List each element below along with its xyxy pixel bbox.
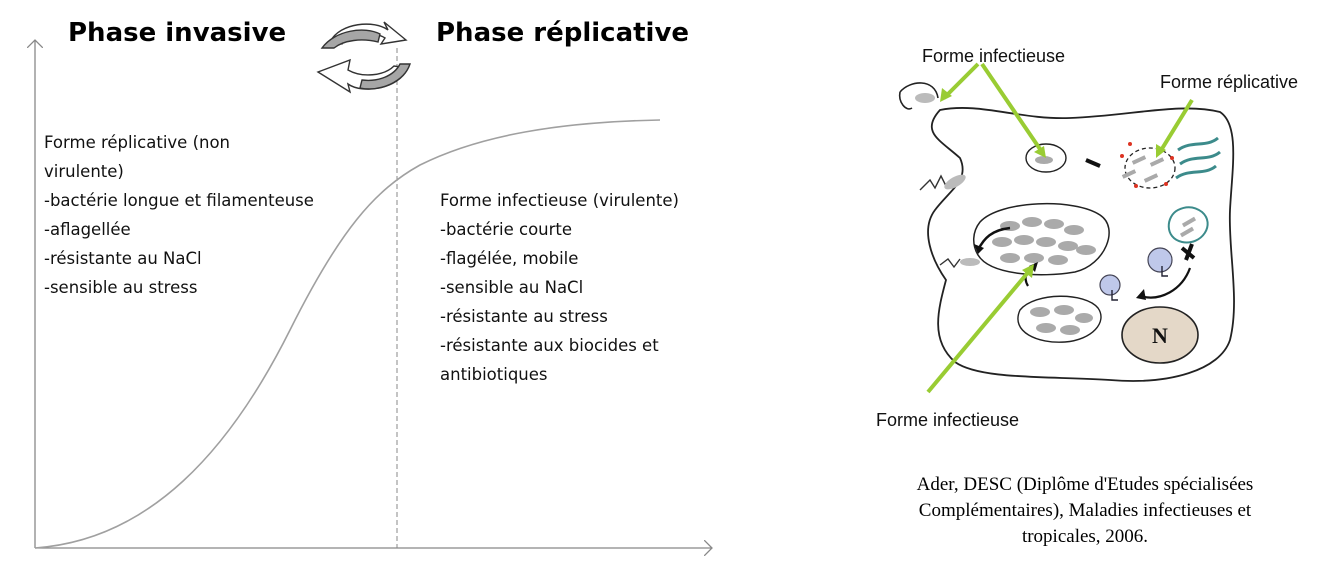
nucleus — [1121, 306, 1199, 364]
growth-curve-diagram — [0, 21, 730, 562]
caption-line: Complémentaires), Maladies infectieuses … — [918, 500, 1252, 521]
cycle-arrows-icon — [316, 21, 411, 94]
block-title-line: Forme réplicative (non — [44, 133, 231, 152]
block-title-line: virulente) — [44, 162, 124, 181]
block-item: -bactérie longue et filamenteuse — [44, 191, 314, 210]
block-item: -résistante au NaCl — [44, 249, 202, 268]
label-infectious-form-bottom: Forme infectieuse — [876, 410, 1020, 430]
cell-infection-figure: N — [898, 62, 1235, 394]
label-replicative-form: Forme réplicative — [1160, 72, 1299, 92]
phase-replicative-title: Phase réplicative — [436, 18, 690, 48]
phase-invasive-title: Phase invasive — [68, 18, 287, 48]
large-vacuole — [973, 202, 1110, 276]
block-item: -sensible au NaCl — [440, 278, 584, 297]
label-arrows — [926, 62, 1194, 394]
lysosome-icon — [1099, 247, 1173, 301]
label-infectious-form-top: Forme infectieuse — [922, 46, 1066, 66]
block-item: -bactérie courte — [440, 220, 573, 239]
nucleus-label: N — [1152, 323, 1168, 348]
block-item: antibiotiques — [440, 365, 548, 384]
block-item: -flagélée, mobile — [440, 249, 579, 268]
figure-caption: Ader, DESC (Diplôme d'Etudes spécialisée… — [845, 472, 1325, 550]
block-item: -résistante au stress — [440, 307, 608, 326]
caption-line: tropicales, 2006. — [1021, 526, 1149, 547]
infectious-form-description: Forme infectieuse (virulente) -bactérie … — [440, 186, 679, 389]
block-title-line: Forme infectieuse (virulente) — [440, 191, 679, 210]
replicative-form-description: Forme réplicative (non virulente) -bacté… — [44, 128, 314, 302]
block-item: -aflagellée — [44, 220, 131, 239]
block-item: -résistante aux biocides et — [440, 336, 659, 355]
caption-line: Ader, DESC (Diplôme d'Etudes spécialisée… — [916, 474, 1254, 495]
block-item: -sensible au stress — [44, 278, 198, 297]
growth-curve — [34, 119, 661, 549]
replicative-vacuole — [1120, 142, 1176, 189]
